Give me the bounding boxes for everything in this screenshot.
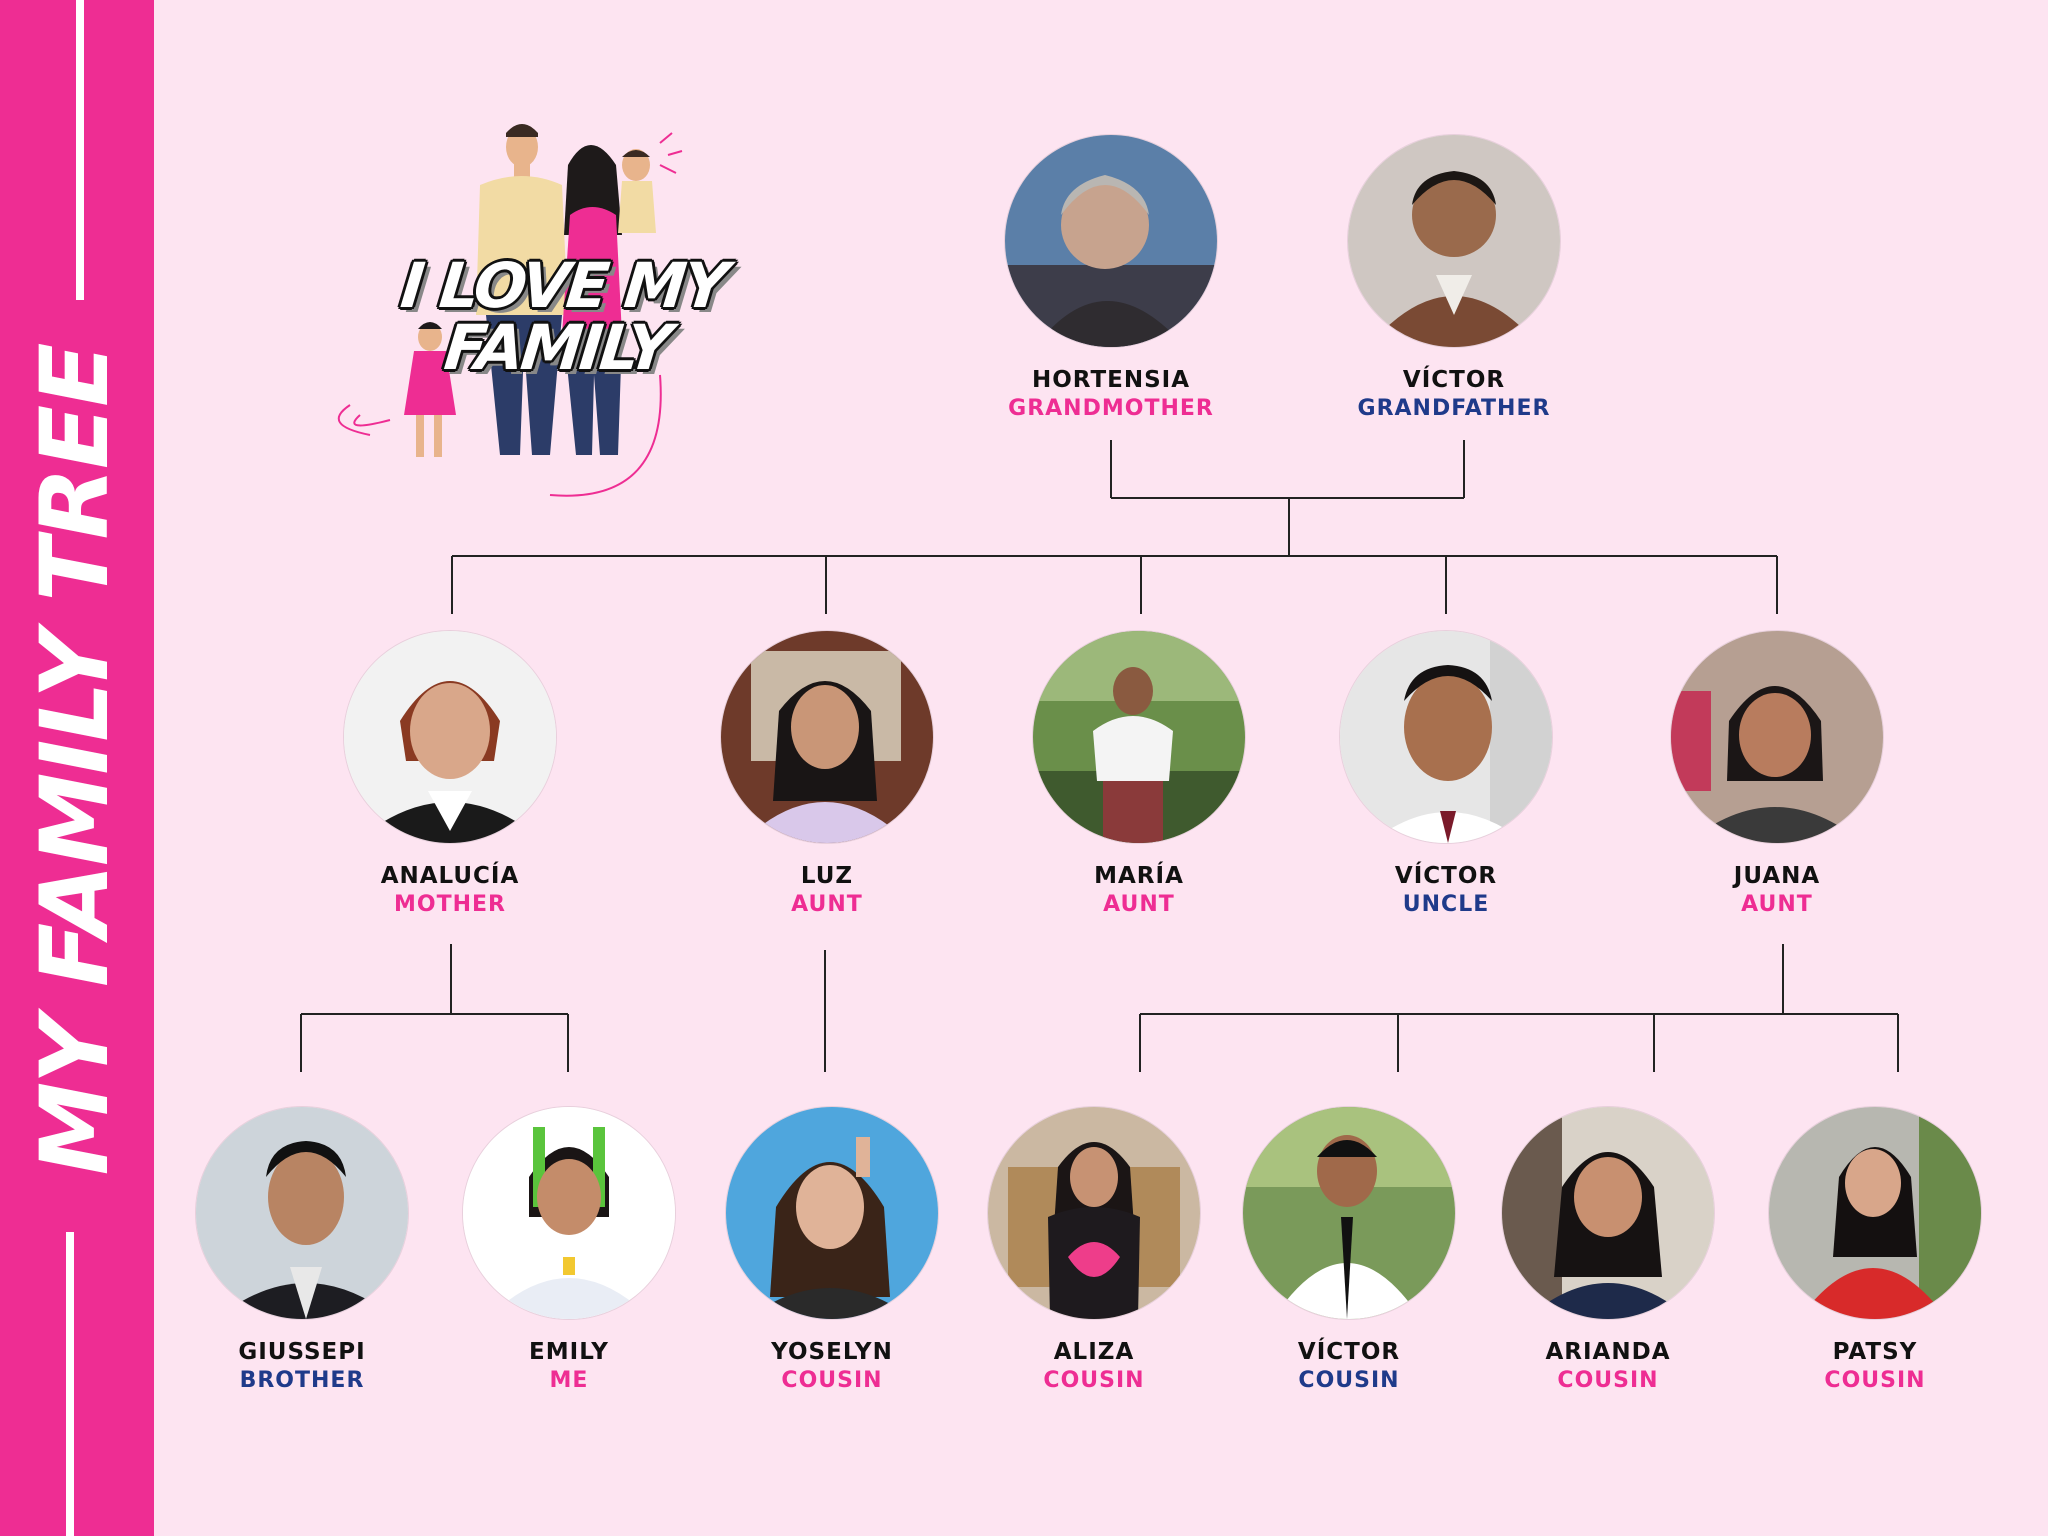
member-role: AUNT bbox=[1103, 892, 1175, 918]
member-role: COUSIN bbox=[1043, 1368, 1145, 1394]
family-figures-illustration bbox=[337, 124, 683, 497]
cousin-photo bbox=[1768, 1106, 1982, 1320]
sidebar-rule-top bbox=[76, 0, 84, 300]
member-analucia: ANALUCÍA MOTHER bbox=[330, 630, 570, 917]
member-name: VÍCTOR bbox=[1402, 367, 1506, 393]
member-aliza: ALIZA COUSIN bbox=[974, 1106, 1214, 1393]
cousin-photo bbox=[987, 1106, 1201, 1320]
member-name: ARIANDA bbox=[1545, 1339, 1671, 1365]
member-name: ALIZA bbox=[1053, 1339, 1135, 1365]
mother-photo bbox=[343, 630, 557, 844]
sidebar: MY FAMILY TREE bbox=[0, 0, 154, 1536]
member-giussepi: GIUSSEPI BROTHER bbox=[182, 1106, 422, 1393]
member-name: GIUSSEPI bbox=[238, 1339, 366, 1365]
member-arianda: ARIANDA COUSIN bbox=[1488, 1106, 1728, 1393]
member-yoselyn: YOSELYN COUSIN bbox=[712, 1106, 952, 1393]
cousin-photo bbox=[1501, 1106, 1715, 1320]
member-name: HORTENSIA bbox=[1031, 367, 1191, 393]
member-role: AUNT bbox=[791, 892, 863, 918]
member-role: ME bbox=[549, 1368, 589, 1394]
brother-photo bbox=[195, 1106, 409, 1320]
member-name: ANALUCÍA bbox=[380, 863, 520, 889]
member-victor-grandfather: VÍCTOR GRANDFATHER bbox=[1334, 134, 1574, 421]
member-role: COUSIN bbox=[1298, 1368, 1400, 1394]
aunt-photo bbox=[720, 630, 934, 844]
member-role: GRANDMOTHER bbox=[1008, 396, 1214, 422]
member-role: COUSIN bbox=[1824, 1368, 1926, 1394]
grandmother-photo bbox=[1004, 134, 1218, 348]
member-name: PATSY bbox=[1832, 1339, 1918, 1365]
member-victor-uncle: VÍCTOR UNCLE bbox=[1326, 630, 1566, 917]
aunt-photo bbox=[1032, 630, 1246, 844]
member-patsy: PATSY COUSIN bbox=[1755, 1106, 1995, 1393]
member-role: COUSIN bbox=[1557, 1368, 1659, 1394]
member-name: EMILY bbox=[529, 1339, 609, 1365]
sidebar-rule-bottom bbox=[66, 1232, 74, 1536]
member-role: GRANDFATHER bbox=[1357, 396, 1551, 422]
member-emily: EMILY ME bbox=[449, 1106, 689, 1393]
member-role: COUSIN bbox=[781, 1368, 883, 1394]
grandfather-photo bbox=[1347, 134, 1561, 348]
member-role: BROTHER bbox=[239, 1368, 365, 1394]
member-name: MARÍA bbox=[1094, 863, 1184, 889]
member-name: YOSELYN bbox=[771, 1339, 893, 1365]
member-role: AUNT bbox=[1741, 892, 1813, 918]
member-juana: JUANA AUNT bbox=[1657, 630, 1897, 917]
member-name: JUANA bbox=[1733, 863, 1821, 889]
member-name: VÍCTOR bbox=[1297, 1339, 1401, 1365]
member-victor-cousin: VÍCTOR COUSIN bbox=[1229, 1106, 1469, 1393]
family-illustration: I LOVE MY FAMILY bbox=[300, 115, 820, 515]
member-name: LUZ bbox=[800, 863, 854, 889]
uncle-photo bbox=[1339, 630, 1553, 844]
member-role: UNCLE bbox=[1402, 892, 1490, 918]
member-maria: MARÍA AUNT bbox=[1019, 630, 1259, 917]
cousin-photo bbox=[1242, 1106, 1456, 1320]
member-name: VÍCTOR bbox=[1394, 863, 1498, 889]
aunt-photo bbox=[1670, 630, 1884, 844]
cousin-photo bbox=[725, 1106, 939, 1320]
member-luz: LUZ AUNT bbox=[707, 630, 947, 917]
member-hortensia: HORTENSIA GRANDMOTHER bbox=[991, 134, 1231, 421]
me-photo bbox=[462, 1106, 676, 1320]
member-role: MOTHER bbox=[394, 892, 506, 918]
